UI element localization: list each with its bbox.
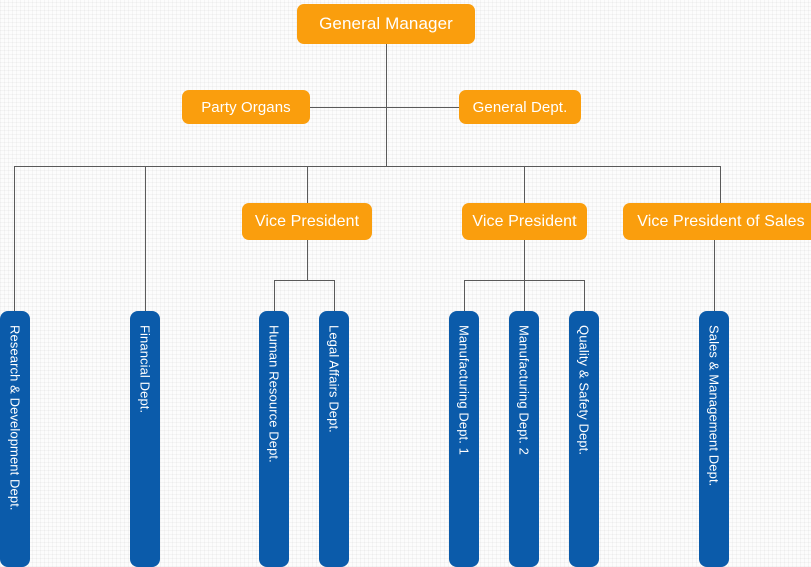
connector-main-bus <box>14 166 720 167</box>
node-legal-affairs-dept[interactable]: Legal Affairs Dept. <box>319 311 349 567</box>
node-financial-dept[interactable]: Financial Dept. <box>130 311 160 567</box>
node-financial-dept-label: Financial Dept. <box>137 325 153 414</box>
connector-vp1-bus <box>274 280 334 281</box>
connector-drop-legal <box>334 280 335 311</box>
node-vice-president-1[interactable]: Vice President <box>242 203 372 240</box>
connector-vp2-stem <box>524 239 525 280</box>
node-quality-safety-dept-label: Quality & Safety Dept. <box>576 325 592 456</box>
connector-drop-mfg1 <box>464 280 465 311</box>
connector-drop-vp1 <box>307 166 308 204</box>
node-general-dept-label: General Dept. <box>472 98 568 116</box>
connector-vp1-stem <box>307 239 308 280</box>
node-vice-president-of-sales-label: Vice President of Sales <box>637 212 805 230</box>
connector-vp3-stem <box>714 239 715 311</box>
node-manufacturing-dept-2[interactable]: Manufacturing Dept. 2 <box>509 311 539 567</box>
node-manufacturing-dept-2-label: Manufacturing Dept. 2 <box>516 325 532 456</box>
node-vice-president-2[interactable]: Vice President <box>462 203 587 240</box>
connector-drop-quality <box>584 280 585 311</box>
node-manufacturing-dept-1-label: Manufacturing Dept. 1 <box>456 325 472 456</box>
connector-drop-rnd <box>14 166 15 311</box>
connector-drop-mfg2 <box>524 280 525 311</box>
node-sales-management-dept[interactable]: Sales & Management Dept. <box>699 311 729 567</box>
connector-staff-horizontal <box>310 107 459 108</box>
node-research-development-dept-label: Research & Development Dept. <box>7 325 23 511</box>
connector-drop-financial <box>145 166 146 311</box>
node-research-development-dept[interactable]: Research & Development Dept. <box>0 311 30 567</box>
node-vice-president-2-label: Vice President <box>472 212 577 230</box>
node-legal-affairs-dept-label: Legal Affairs Dept. <box>326 325 342 433</box>
connector-drop-vp2 <box>524 166 525 204</box>
node-human-resource-dept-label: Human Resource Dept. <box>266 325 282 463</box>
node-general-dept[interactable]: General Dept. <box>459 90 581 124</box>
connector-drop-hr <box>274 280 275 311</box>
node-party-organs[interactable]: Party Organs <box>182 90 310 124</box>
node-manufacturing-dept-1[interactable]: Manufacturing Dept. 1 <box>449 311 479 567</box>
node-human-resource-dept[interactable]: Human Resource Dept. <box>259 311 289 567</box>
node-general-manager-label: General Manager <box>319 14 453 33</box>
connector-drop-vp3 <box>720 166 721 204</box>
connector-manager-trunk <box>386 44 387 166</box>
node-party-organs-label: Party Organs <box>201 98 291 116</box>
node-vice-president-1-label: Vice President <box>254 212 360 230</box>
node-vice-president-of-sales[interactable]: Vice President of Sales <box>623 203 811 240</box>
node-sales-management-dept-label: Sales & Management Dept. <box>706 325 722 487</box>
node-quality-safety-dept[interactable]: Quality & Safety Dept. <box>569 311 599 567</box>
node-general-manager[interactable]: General Manager <box>297 4 475 44</box>
